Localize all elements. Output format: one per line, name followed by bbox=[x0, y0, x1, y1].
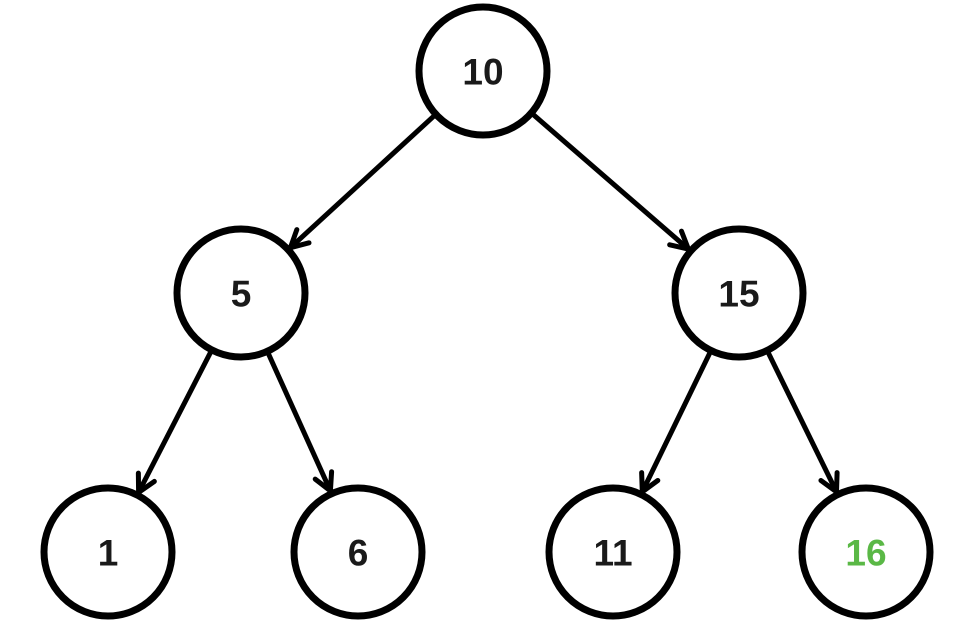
node-circle bbox=[798, 484, 934, 620]
node-label: 6 bbox=[348, 533, 369, 574]
tree-edge-15-16 bbox=[766, 352, 840, 495]
node-circle bbox=[173, 225, 309, 361]
tree-edge-5-1 bbox=[135, 351, 213, 495]
tree-node-16: 16 bbox=[798, 484, 934, 620]
node-label: 10 bbox=[462, 52, 503, 93]
tree-edge-5-6 bbox=[266, 353, 335, 494]
tree-edge-10-5 bbox=[287, 114, 436, 251]
node-label: 5 bbox=[231, 274, 252, 315]
node-circle bbox=[671, 225, 807, 361]
node-circle bbox=[290, 484, 426, 620]
node-label: 1 bbox=[98, 533, 119, 574]
node-circle bbox=[545, 484, 681, 620]
tree-node-6: 6 bbox=[290, 484, 426, 620]
tree-node-15: 15 bbox=[671, 225, 807, 361]
tree-edge-15-11 bbox=[639, 352, 712, 495]
tree-node-5: 5 bbox=[173, 225, 309, 361]
node-label: 15 bbox=[718, 274, 759, 315]
node-label: 16 bbox=[845, 533, 886, 574]
tree-node-1: 1 bbox=[40, 484, 176, 620]
tree-edge-10-15 bbox=[531, 113, 691, 252]
node-circle bbox=[415, 3, 551, 139]
tree-node-11: 11 bbox=[545, 484, 681, 620]
node-label: 11 bbox=[593, 533, 632, 574]
tree-node-10: 10 bbox=[415, 3, 551, 139]
node-circle bbox=[40, 484, 176, 620]
